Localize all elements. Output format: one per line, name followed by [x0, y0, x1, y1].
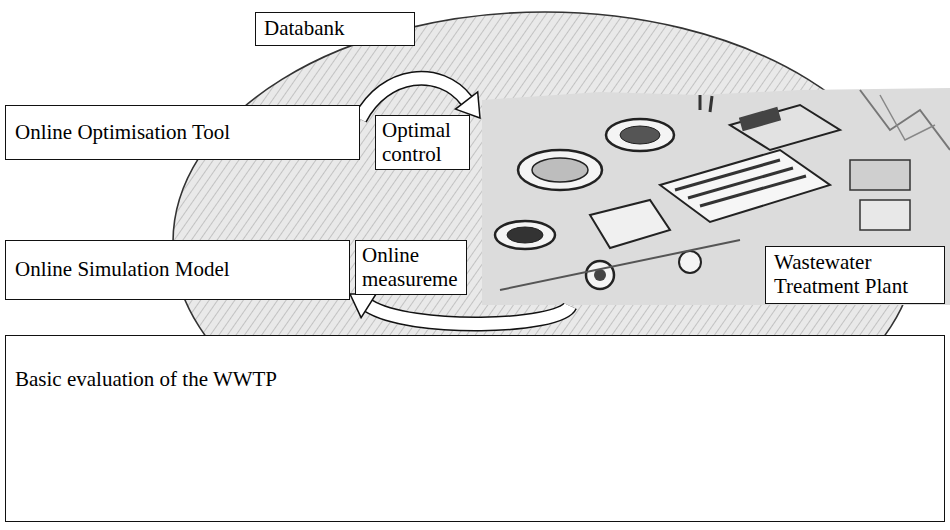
node-text: Databank — [264, 17, 406, 41]
tool-box: Online Optimisation Tool — [5, 105, 360, 160]
node-text: Online Simulation Model — [15, 258, 340, 282]
curved-arrow — [350, 294, 570, 324]
databank-box: Databank — [255, 12, 415, 46]
node-text: Wastewater Treatment Plant — [774, 251, 936, 298]
node-text: Online Optimisation Tool — [15, 121, 350, 145]
curved-arrow — [360, 78, 480, 119]
evaluation-box: Basic evaluation of the WWTP — [5, 335, 945, 522]
node-text: Online measureme — [362, 244, 460, 291]
plant-area: Wastewater Treatment Plant — [480, 88, 950, 306]
node-text: Optimal control — [382, 119, 463, 166]
plant-label-box: Wastewater Treatment Plant — [765, 246, 945, 304]
plant-picture — [482, 88, 950, 305]
control-box: Optimal control — [375, 115, 470, 170]
model-box: Online Simulation Model — [5, 240, 350, 300]
node-text: Basic evaluation of the WWTP — [15, 368, 935, 392]
measurement-box: Online measureme — [355, 240, 467, 295]
